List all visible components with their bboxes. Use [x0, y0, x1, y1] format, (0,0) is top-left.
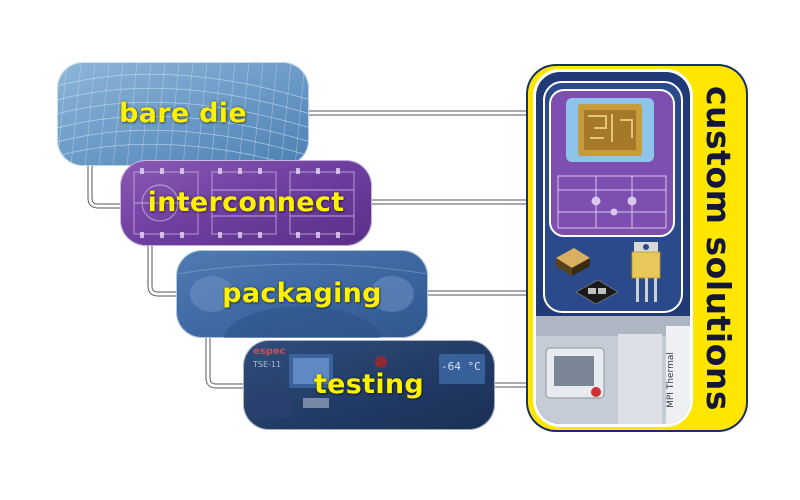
- wafer-grid-texture: [57, 62, 309, 166]
- elbow-interconnect-to-packaging: [147, 246, 178, 297]
- smd-package-icon: [556, 248, 590, 276]
- custom-solutions-title-wrap: custom solutions: [692, 74, 746, 422]
- to220-package-icon: [631, 242, 661, 302]
- circuit-schematic-texture: [133, 168, 355, 238]
- package-housing-texture: [176, 263, 428, 338]
- custom-solutions-title: custom solutions: [699, 85, 739, 411]
- stage-label-bare-die: bare die: [119, 97, 247, 129]
- stage-testing: espec TSE-11 -64 °C testing: [243, 340, 495, 430]
- probe-station-icon: [536, 316, 690, 424]
- test-chamber-texture: [251, 354, 485, 418]
- elbow-bare-to-interconnect: [87, 166, 122, 209]
- custom-solutions-panel: MPI Thermal: [536, 72, 690, 424]
- stage-label-testing: testing: [313, 368, 425, 400]
- dual-flat-package-icon: [575, 279, 619, 305]
- probe-brand-text-wrap: MPI Thermal: [664, 344, 678, 416]
- stage-label-packaging: packaging: [222, 277, 382, 309]
- stage-label-interconnect: interconnect: [147, 186, 345, 218]
- chamber-brand-text: espec: [253, 346, 286, 357]
- solutions-collage: [536, 81, 690, 424]
- stage-packaging: packaging: [176, 250, 428, 338]
- elbow-packaging-to-testing: [205, 338, 245, 389]
- die-chip-icon: [566, 98, 654, 162]
- probe-brand-text: MPI Thermal: [666, 352, 676, 408]
- schematic-icon: [557, 175, 667, 229]
- stage-interconnect: interconnect: [120, 160, 372, 246]
- chamber-model-text: TSE-11: [253, 360, 282, 369]
- stage-bare-die: bare die: [57, 62, 309, 166]
- temperature-readout: -64 °C: [441, 360, 481, 373]
